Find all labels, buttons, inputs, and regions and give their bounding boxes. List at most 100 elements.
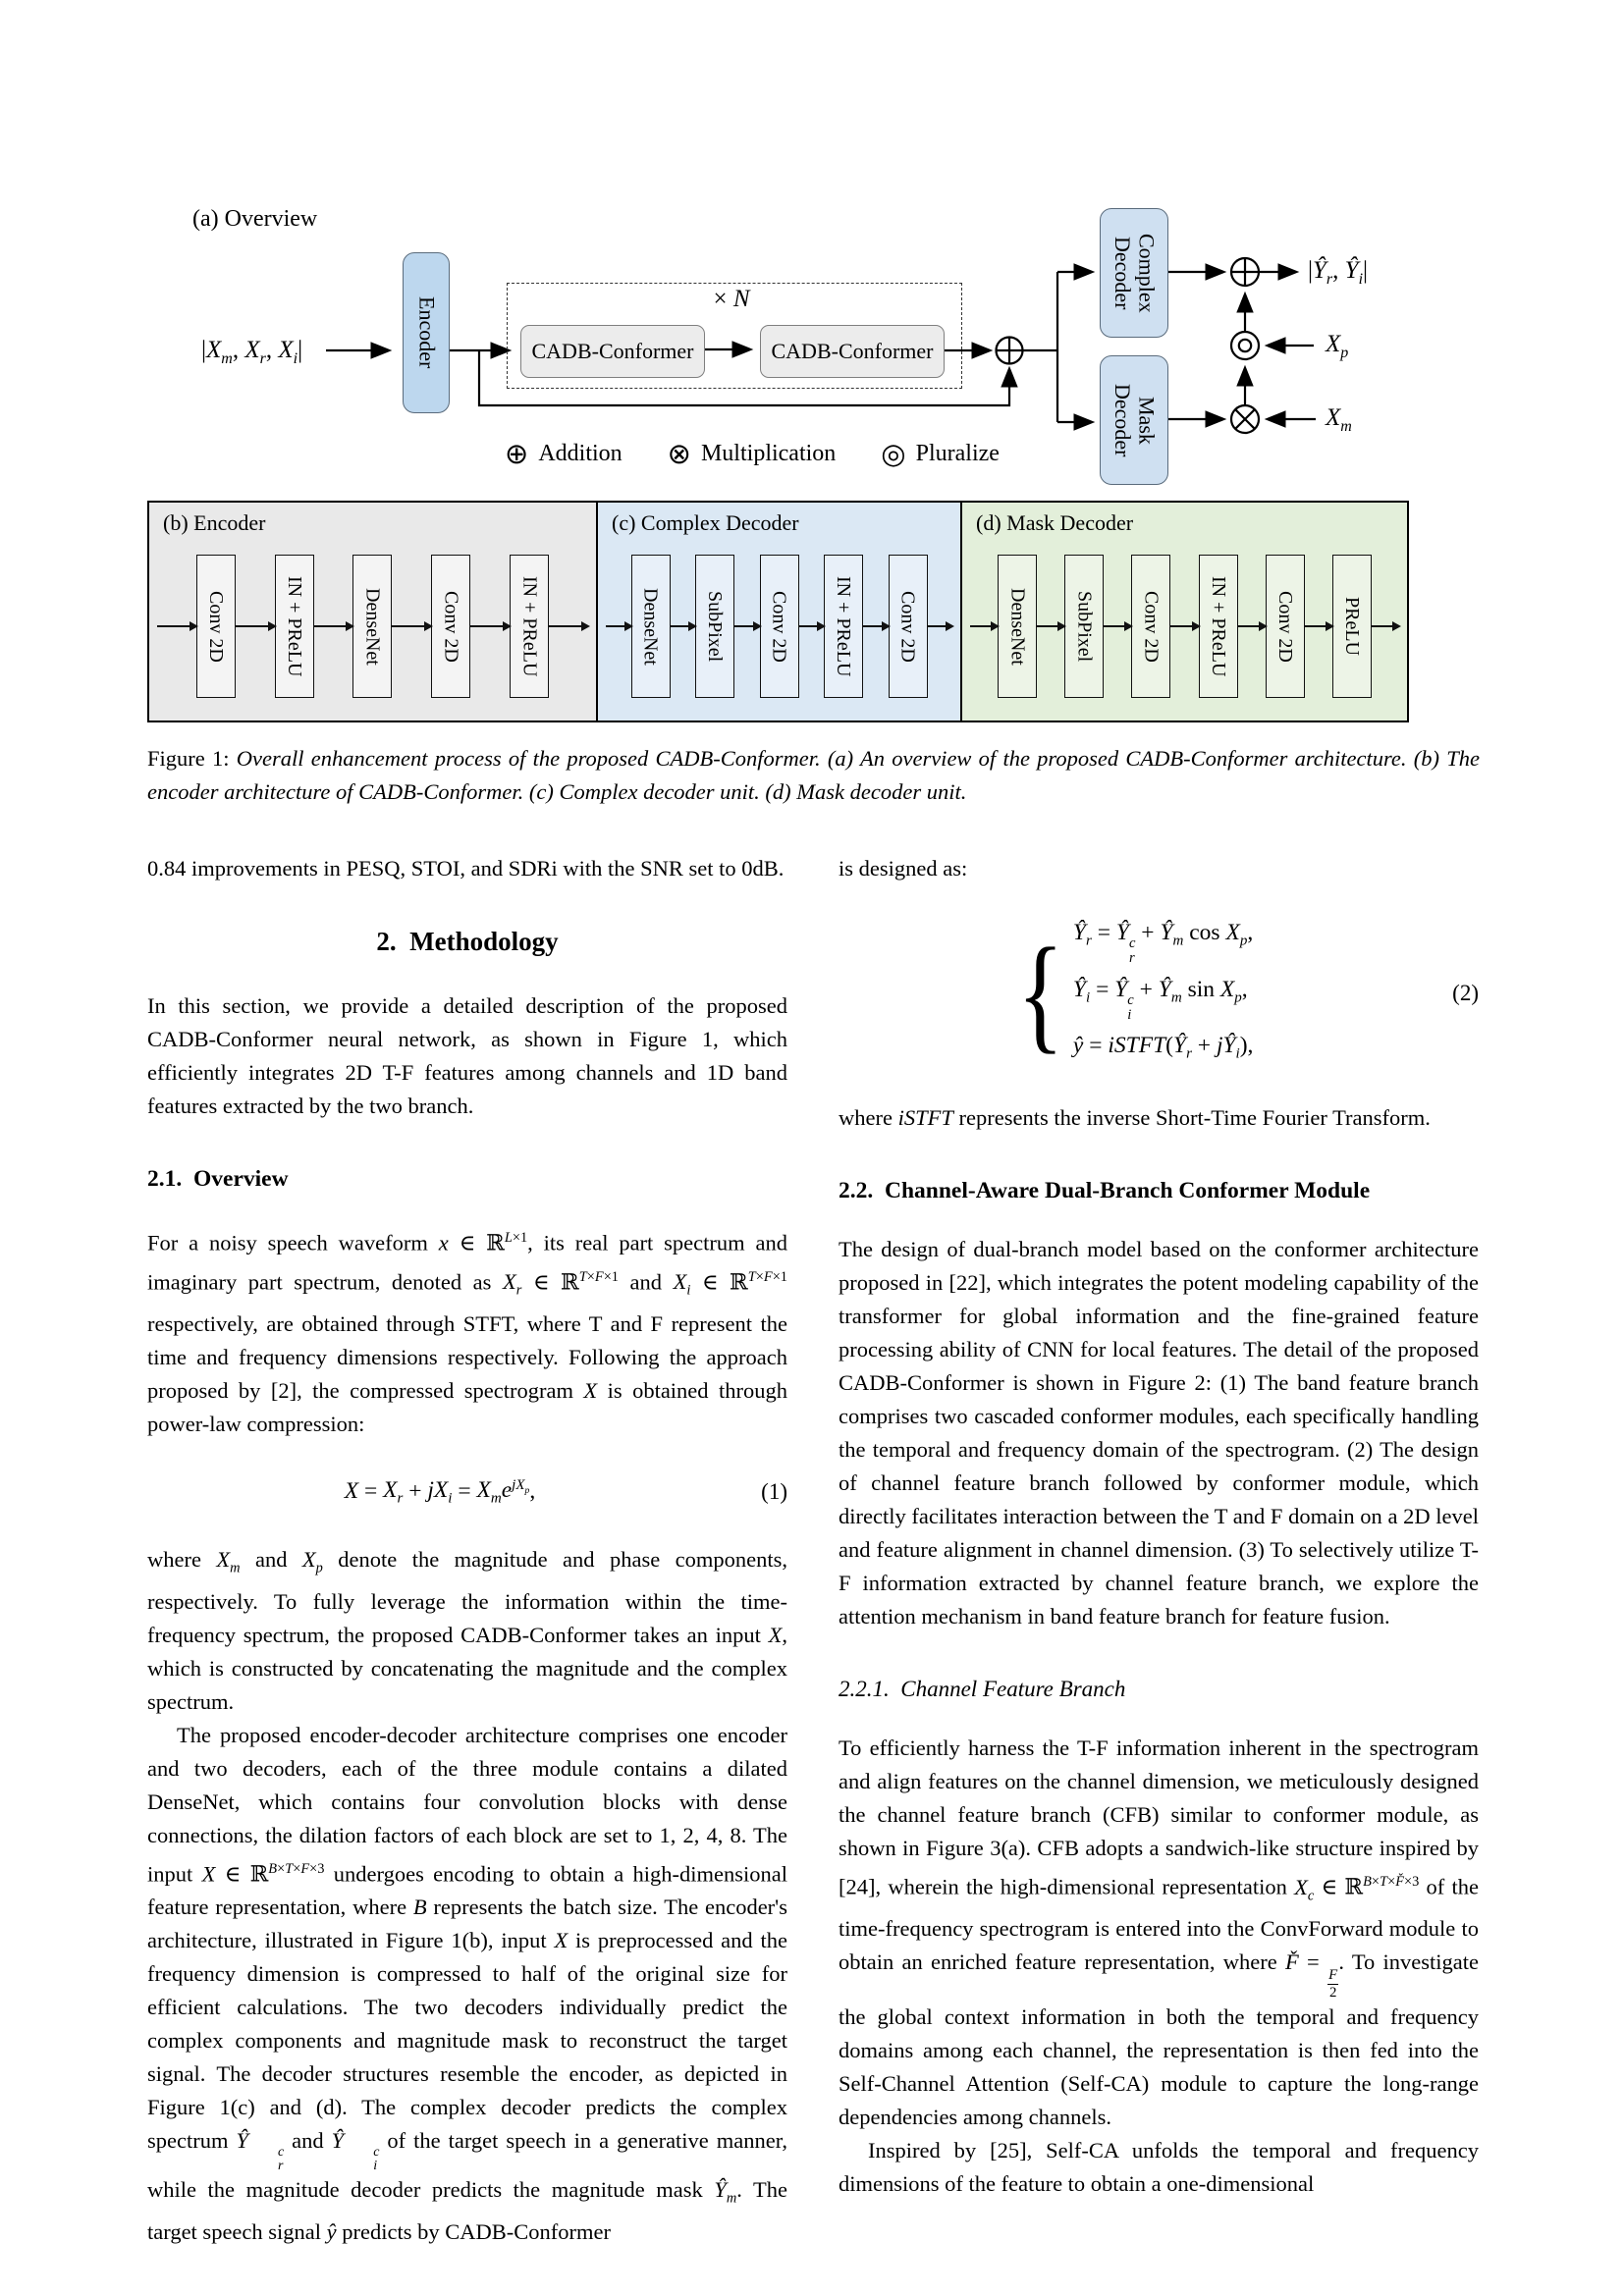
output-spectrum-label: |Ŷr, Ŷi| [1308,257,1369,288]
legend-multiplication: ⊗ Multiplication [668,440,837,468]
flow-arrow [1104,620,1134,631]
legend-addition-label: Addition [538,441,623,466]
flow-arrow [606,620,632,631]
addition-node-output [1229,256,1261,288]
mask-decoder-panel-title: (d) Mask Decoder [976,510,1134,535]
panel-block-label: Conv 2D [896,590,919,663]
panel-block-label: DenseNet [361,587,384,666]
flow-arrow [549,620,590,631]
flow-arrow [392,620,434,631]
panel-block-label: Conv 2D [440,590,462,663]
multiplication-icon: ⊗ [667,437,691,470]
panel-block-label: IN + PReLU [283,575,305,677]
figure-caption-prefix: Figure 1: [147,746,230,771]
paragraph-istft: where iSTFT represents the inverse Short… [839,1105,1431,1131]
panel-block: Conv 2D [1265,555,1305,698]
equation-1-number: (1) [761,1478,787,1504]
panel-block-label: PReLU [1341,597,1364,656]
panel-block: DenseNet [352,555,393,698]
legend-pluralize: ◎ Pluralize [881,440,1000,468]
panel-block: SubPixel [695,555,734,698]
flow-arrow [235,620,277,631]
flow-arrow [863,620,890,631]
figure-legend: ⊕ Addition ⊗ Multiplication ◎ Pluralize [505,440,1000,468]
panel-block: Conv 2D [759,555,799,698]
legend-addition: ⊕ Addition [505,440,623,468]
panel-block-label: IN + PReLU [1207,575,1229,677]
paragraph-intro-tail: 0.84 improvements in PESQ, STOI, and SDR… [147,856,785,881]
paragraph-cadb: The design of dual-branch model based on… [839,1237,1479,1629]
pluralize-node [1229,330,1261,361]
paragraph-inspired: Inspired by [25], Self-CA unfolds the te… [839,2138,1479,2197]
panel-block: DenseNet [998,555,1038,698]
encoder-panel-title: (b) Encoder [163,510,266,535]
paragraph-designed-as: is designed as: [839,856,968,881]
multiplication-node [1229,403,1261,435]
mask-decoder-panel: (d) Mask Decoder DenseNet SubPixel Conv … [960,501,1409,722]
panel-block: IN + PReLU [1198,555,1238,698]
figure-caption-body: Overall enhancement process of the propo… [147,746,1480,804]
panel-block: DenseNet [630,555,671,698]
cadb-conformer-1-label: CADB-Conformer [531,339,694,363]
panel-block-label: SubPixel [1073,590,1096,663]
cadb-conformer-block-1: CADB-Conformer [520,325,705,378]
phase-input-label: Xp [1326,331,1349,361]
section-heading-methodology: 2. Methodology [376,927,559,956]
flow-arrow [1037,620,1067,631]
mask-decoder-panel-blocks: DenseNet SubPixel Conv 2D IN + PReLU Con… [962,503,1407,721]
panel-block: IN + PReLU [510,555,550,698]
panel-block: Conv 2D [431,555,471,698]
complex-decoder-panel-title: (c) Complex Decoder [612,510,799,535]
encoder-block: Encoder [403,252,450,413]
equation-2-number: (2) [1452,981,1479,1006]
paragraph-overview-2: where Xm and Xp denote the magnitude and… [147,1547,787,1714]
flow-arrow [1371,620,1402,631]
subsection-heading-overview: 2.1. Overview [147,1166,289,1192]
panel-block-label: DenseNet [639,587,662,666]
panel-block-label: SubPixel [704,590,727,663]
cases-brace: { [1016,920,1064,1065]
flow-arrow [670,620,697,631]
repeat-group-box [507,283,962,389]
flow-arrow [1304,620,1334,631]
panel-block: Conv 2D [195,555,236,698]
flow-arrow [734,620,761,631]
panel-block-label: IN + PReLU [833,575,855,677]
paragraph-overview-1: For a noisy speech waveform x ∈ ℝL×1, it… [147,1230,787,1436]
flow-arrow [470,620,512,631]
panel-block-label: Conv 2D [768,590,790,663]
left-column: 0.84 improvements in PESQ, STOI, and SDR… [147,852,787,2249]
addition-icon: ⊕ [505,437,529,470]
legend-pluralize-label: Pluralize [915,441,1000,466]
paragraph-cfb: To efficiently harness the T-F informati… [839,1735,1479,2130]
panel-block: Conv 2D [1131,555,1171,698]
pluralize-icon: ◎ [881,437,906,470]
panel-block: PReLU [1331,555,1372,698]
panel-block: SubPixel [1064,555,1105,698]
equation-1-body: X = Xr + jXi = XmejXp, [344,1476,536,1508]
repeat-count-label: × N [713,286,750,312]
subsection-heading-cadb: 2.2. Channel-Aware Dual-Branch Conformer… [839,1178,1371,1204]
encoder-panel: (b) Encoder Conv 2D IN + PReLU DenseNet … [147,501,598,722]
panel-block: IN + PReLU [824,555,863,698]
equation-2-line-3: ŷ = iSTFT(Ŷr + jŶi), [1072,1033,1254,1063]
flow-arrow [970,620,1001,631]
figure-a-label: (a) Overview [192,206,318,232]
flow-arrow [1170,620,1201,631]
cadb-conformer-2-label: CADB-Conformer [771,339,934,363]
complex-decoder-panel-blocks: DenseNet SubPixel Conv 2D IN + PReLU Con… [598,503,960,721]
flow-arrow [927,620,954,631]
paragraph-methodology: In this section, we provide a detailed d… [147,993,787,1118]
cadb-conformer-block-2: CADB-Conformer [760,325,945,378]
panel-block-label: DenseNet [1006,587,1029,666]
panel-block-label: Conv 2D [205,590,228,663]
